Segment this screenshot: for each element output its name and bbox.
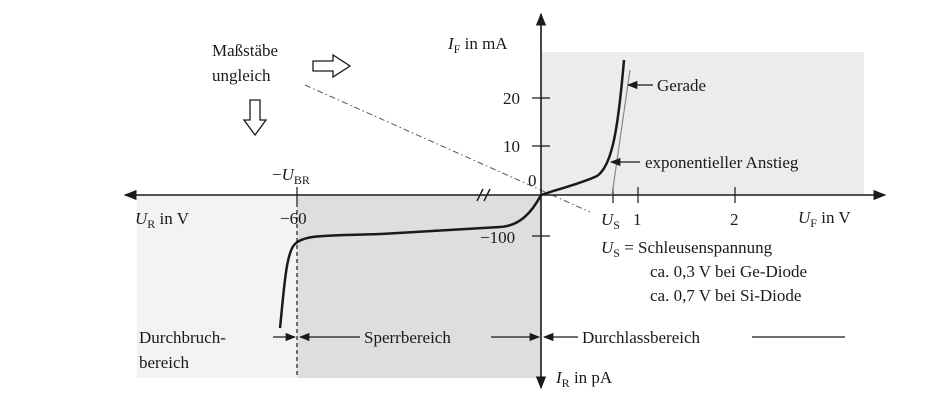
gerade-label: Gerade [657,76,706,95]
hollow-arrow-right-icon [312,53,352,79]
us-definition: US = Schleusenspannung [601,238,773,260]
sperr-label: Sperrbereich [364,328,451,347]
diode-characteristic-curve [278,59,626,329]
ge-diode-note: ca. 0,3 V bei Ge-Diode [650,262,807,281]
tick-label-y-20: 20 [503,89,520,108]
scale-note-line1: Maßstäbe [212,41,278,60]
uf-axis-label: UF in V [798,208,851,230]
tick-label-x-1: 1 [633,210,642,229]
if-axis-label: IF in mA [447,34,508,56]
us-tick-label: US [601,210,620,232]
forward-region-shading [541,52,864,195]
scale-note-line2: ungleich [212,66,271,85]
si-diode-note: ca. 0,7 V bei Si-Diode [650,286,801,305]
tick-label-x-neg60: −60 [280,209,307,228]
durchlass-label: Durchlassbereich [582,328,701,347]
tick-label-y-neg100: −100 [480,228,515,247]
durchbruch-label-line1: Durchbruch- [139,328,226,347]
straight-line-approximation [611,69,631,196]
durchbruch-label-line2: bereich [139,353,190,372]
tick-label-x-2: 2 [730,210,739,229]
tick-label-y-10: 10 [503,137,520,156]
ubr-label: −UBR [272,165,310,187]
ir-axis-label: IR in pA [555,368,613,390]
ur-axis-label: UR in V [135,209,190,231]
tick-label-y-0: 0 [528,171,537,190]
axis-break-mark [476,188,491,202]
reverse-region-shading [297,195,541,378]
hollow-arrow-down-icon [242,99,268,137]
breakdown-region-shading [137,195,297,378]
exp-rise-label: exponentieller Anstieg [645,153,799,172]
